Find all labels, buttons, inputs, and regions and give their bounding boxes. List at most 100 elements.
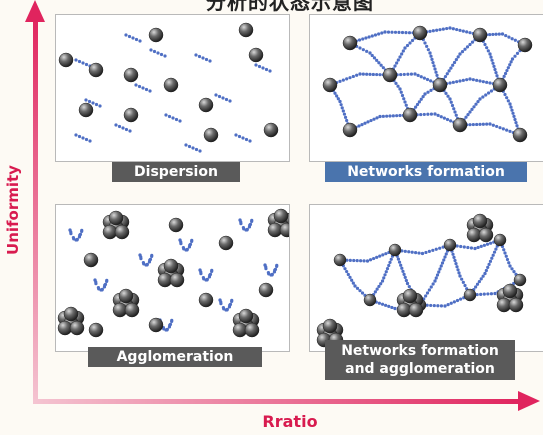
- networks-agglomeration-caption-line1: Networks formation: [341, 343, 499, 359]
- particle: [478, 227, 494, 243]
- agglomeration-illustration: [57, 208, 289, 338]
- fiber-chain: [149, 48, 167, 58]
- particle: [279, 222, 289, 238]
- particle: [58, 52, 74, 68]
- particle: [463, 288, 477, 302]
- particle: [114, 224, 130, 240]
- fiber-clump: [198, 268, 214, 282]
- particle: [148, 27, 164, 43]
- fiber-chain: [438, 77, 502, 87]
- dispersion-caption: Dispersion: [112, 162, 240, 182]
- fiber-chain: [348, 113, 412, 132]
- particle: [432, 77, 448, 93]
- fiber-clump: [238, 218, 254, 232]
- networks-illustration: [322, 25, 533, 143]
- particle: [322, 77, 338, 93]
- fiber-clump: [93, 278, 109, 292]
- particle: [443, 238, 457, 252]
- particle: [513, 273, 527, 287]
- diagram-title: 分析的状态示意图: [206, 0, 374, 14]
- particle: [203, 127, 219, 143]
- particle: [402, 107, 418, 123]
- particle: [218, 235, 234, 251]
- fiber-chain: [254, 63, 272, 73]
- fiber-chain: [438, 33, 482, 87]
- particle: [118, 288, 134, 304]
- particle: [512, 127, 528, 143]
- particle: [78, 102, 94, 118]
- particle: [472, 27, 488, 43]
- x-axis-arrow-icon: [518, 391, 540, 411]
- particle: [333, 253, 347, 267]
- fiber-chain: [468, 238, 502, 297]
- fiber-chain: [393, 243, 452, 256]
- fiber-chain: [234, 133, 252, 143]
- particle: [492, 77, 508, 93]
- particle: [69, 320, 85, 336]
- particle: [88, 322, 104, 338]
- particle: [198, 292, 214, 308]
- particle: [238, 22, 254, 38]
- fiber-chain: [184, 143, 202, 153]
- particle: [169, 272, 185, 288]
- particle: [472, 213, 488, 229]
- particle: [408, 302, 424, 318]
- particle: [244, 322, 260, 338]
- particle: [502, 283, 518, 299]
- fiber-clump: [263, 263, 279, 277]
- dispersion-panel: [55, 14, 290, 162]
- particle: [108, 210, 124, 226]
- fiber-chain: [74, 133, 92, 143]
- particle: [148, 317, 164, 333]
- particle: [123, 67, 139, 83]
- fiber-clump: [138, 253, 154, 267]
- particle: [88, 62, 104, 78]
- particle: [238, 308, 254, 324]
- fiber-chain: [74, 58, 92, 68]
- particle: [83, 252, 99, 268]
- particle: [163, 77, 179, 93]
- fiber-chain: [418, 26, 482, 37]
- fiber-clump: [68, 228, 84, 242]
- particle: [123, 107, 139, 123]
- particle: [493, 233, 507, 247]
- dispersion-illustration: [58, 22, 279, 153]
- fiber-chain: [124, 33, 142, 43]
- particle: [168, 217, 184, 233]
- agglomeration-caption: Agglomeration: [88, 347, 262, 367]
- fiber-chain: [338, 248, 397, 263]
- particle: [342, 35, 358, 51]
- particle: [517, 37, 533, 53]
- particle: [124, 302, 140, 318]
- fiber-chain: [164, 113, 182, 123]
- fiber-chain: [338, 258, 372, 302]
- particle: [402, 288, 418, 304]
- particle: [412, 25, 428, 41]
- y-axis-line: [33, 12, 38, 404]
- particle: [198, 97, 214, 113]
- particle: [322, 318, 338, 334]
- fiber-clump: [178, 238, 194, 252]
- fiber-chain: [448, 243, 472, 297]
- particle: [452, 117, 468, 133]
- networks-agglomeration-caption: Networks formation and agglomeration: [325, 340, 515, 380]
- agglomeration-panel: [55, 204, 290, 352]
- networks-caption: Networks formation: [325, 162, 527, 182]
- particle: [163, 258, 179, 274]
- networks-agglomeration-caption-line2: and agglomeration: [345, 361, 495, 377]
- particle: [273, 208, 289, 224]
- x-axis-line: [33, 399, 521, 404]
- fiber-chain: [194, 53, 212, 63]
- particle: [63, 306, 79, 322]
- x-axis-label: Rratio: [262, 412, 318, 431]
- fiber-chain: [134, 83, 152, 93]
- particle: [388, 243, 402, 257]
- particle: [382, 67, 398, 83]
- particle: [248, 47, 264, 63]
- particle: [363, 293, 377, 307]
- y-axis-label: Uniformity: [4, 165, 22, 255]
- networks-panel: [309, 14, 543, 162]
- particle: [342, 122, 358, 138]
- fiber-chain: [328, 72, 392, 87]
- networks-agglomeration-panel: [309, 204, 543, 352]
